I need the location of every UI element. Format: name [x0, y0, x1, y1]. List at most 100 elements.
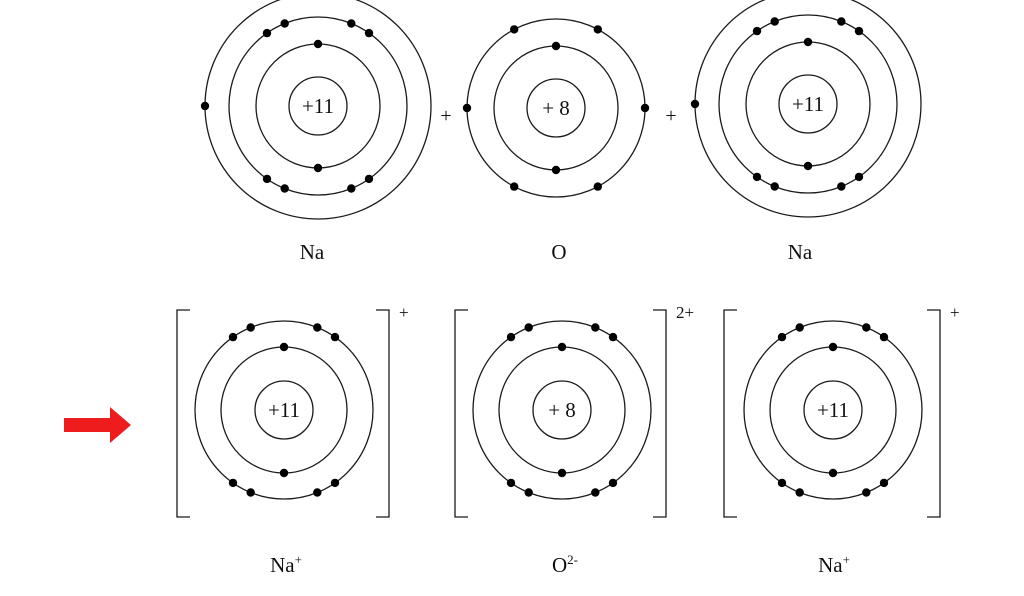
product-1-electron-2-3	[228, 332, 238, 342]
product-2-left-bracket	[454, 309, 468, 518]
reactant-1-electron-2-2	[364, 28, 374, 38]
reactant-1-electron-1-2	[313, 163, 323, 173]
reactant-2-electron-1-1	[551, 41, 561, 51]
reactant-3-nucleus	[778, 74, 838, 134]
product-1-shell-2	[194, 320, 374, 500]
reactant-1-electron-2-7	[364, 174, 374, 184]
product-3-nucleus-label: +11	[817, 398, 849, 422]
product-1-electron-1-2	[279, 468, 289, 478]
reactant-1-shell-2	[228, 16, 408, 196]
reactant-1-electron-3-1	[200, 101, 210, 111]
reactant-1-nucleus	[288, 76, 348, 136]
product-1-charge: +	[399, 303, 409, 322]
product-1-left-bracket	[176, 309, 190, 518]
product-2-electron-2-4	[524, 323, 533, 332]
reactant-1-electron-2-4	[280, 19, 289, 28]
reactant-2-electron-2-6	[640, 103, 650, 113]
reactant-3-electron-1-1	[803, 37, 813, 47]
product-2-electron-2-8	[591, 488, 600, 497]
reactant-2-electron-2-3	[462, 103, 472, 113]
reactant-3-electron-2-2	[854, 26, 864, 36]
product-2-electron-1-1	[557, 342, 567, 352]
product-2-shell-2	[472, 320, 652, 500]
product-3-nucleus	[803, 380, 863, 440]
reactant-1-electron-2-8	[347, 184, 356, 193]
product-3-shell-2	[743, 320, 923, 500]
reactant-3-electron-1-2	[803, 161, 813, 171]
reactant-3-electron-2-1	[837, 17, 846, 26]
product-2-electron-2-2	[608, 332, 618, 342]
product-label-1: Na+	[270, 552, 302, 577]
product-3-charge: +	[950, 303, 960, 322]
product-2-nucleus-label: + 8	[548, 398, 576, 422]
product-1-atom: +11	[194, 320, 374, 500]
reactant-3-atom: +11	[690, 0, 922, 218]
reactant-1-nucleus-label: +11	[302, 94, 334, 118]
product-label-2: O2-	[551, 552, 579, 577]
product-1-electron-2-7	[330, 478, 340, 488]
product-3-electron-2-5	[795, 488, 804, 497]
reactant-2-nucleus-label: + 8	[542, 96, 570, 120]
reactant-3-electron-2-6	[752, 172, 762, 182]
plus-signs: + +	[440, 105, 676, 127]
product-3-electron-2-8	[862, 488, 871, 497]
product-2-electron-2-6	[506, 478, 516, 488]
product-3-electron-2-1	[862, 323, 871, 332]
reactant-3-nucleus-label: +11	[792, 92, 824, 116]
reactant-label-3: Na	[787, 240, 813, 264]
reactant-label-2: O	[551, 240, 567, 264]
reactants-row: +11 + 8 +11	[200, 0, 922, 220]
reactant-2-electron-1-2	[551, 165, 561, 175]
right-arrow-icon	[64, 407, 131, 443]
product-2-charge: 2+	[676, 303, 694, 322]
product-3-electron-1-2	[828, 468, 838, 478]
reactant-3-electron-2-3	[752, 26, 762, 36]
reactant-2-electron-2-2	[510, 25, 519, 34]
product-3-electron-2-4	[795, 323, 804, 332]
product-3-electron-2-2	[879, 332, 889, 342]
reactant-3-electron-2-4	[770, 17, 779, 26]
reactant-2-electron-2-1	[593, 25, 602, 34]
product-2-electron-1-2	[557, 468, 567, 478]
reactant-3-electron-2-5	[770, 182, 779, 191]
product-1-electron-2-1	[313, 323, 322, 332]
reactant-2-electron-2-4	[510, 182, 519, 191]
product-1-electron-2-4	[246, 323, 255, 332]
product-2-electron-2-7	[608, 478, 618, 488]
product-1-electron-2-5	[246, 488, 255, 497]
product-3-electron-1-1	[828, 342, 838, 352]
product-3-electron-2-6	[777, 478, 787, 488]
plus-sign-1: +	[440, 105, 451, 127]
product-2-electron-2-1	[591, 323, 600, 332]
product-1-electron-2-8	[313, 488, 322, 497]
product-3-electron-2-7	[879, 478, 889, 488]
reactant-2-nucleus	[526, 78, 586, 138]
product-1-nucleus	[254, 380, 314, 440]
product-1-electron-1-1	[279, 342, 289, 352]
reactant-1-electron-2-1	[347, 19, 356, 28]
product-label-3: Na+	[818, 552, 850, 577]
product-2-electron-2-3	[506, 332, 516, 342]
product-3-electron-2-3	[777, 332, 787, 342]
product-2-nucleus	[532, 380, 592, 440]
product-1-right-bracket	[376, 309, 390, 518]
reactant-1-electron-2-6	[262, 174, 272, 184]
reactant-1-electron-2-3	[262, 28, 272, 38]
reactant-2-atom: + 8	[462, 18, 650, 198]
product-3-left-bracket	[723, 309, 737, 518]
product-1-electron-2-2	[330, 332, 340, 342]
reactant-1-electron-2-5	[280, 184, 289, 193]
reactant-3-electron-3-1	[690, 99, 700, 109]
reactant-3-electron-2-8	[837, 182, 846, 191]
product-3-atom: +11	[743, 320, 923, 500]
product-2-right-bracket	[653, 309, 667, 518]
product-1-nucleus-label: +11	[268, 398, 300, 422]
reactant-3-electron-2-7	[854, 172, 864, 182]
reactant-1-electron-1-1	[313, 39, 323, 49]
product-1-electron-2-6	[228, 478, 238, 488]
reactant-label-1: Na	[299, 240, 325, 264]
plus-sign-2: +	[665, 105, 676, 127]
product-2-electron-2-5	[524, 488, 533, 497]
